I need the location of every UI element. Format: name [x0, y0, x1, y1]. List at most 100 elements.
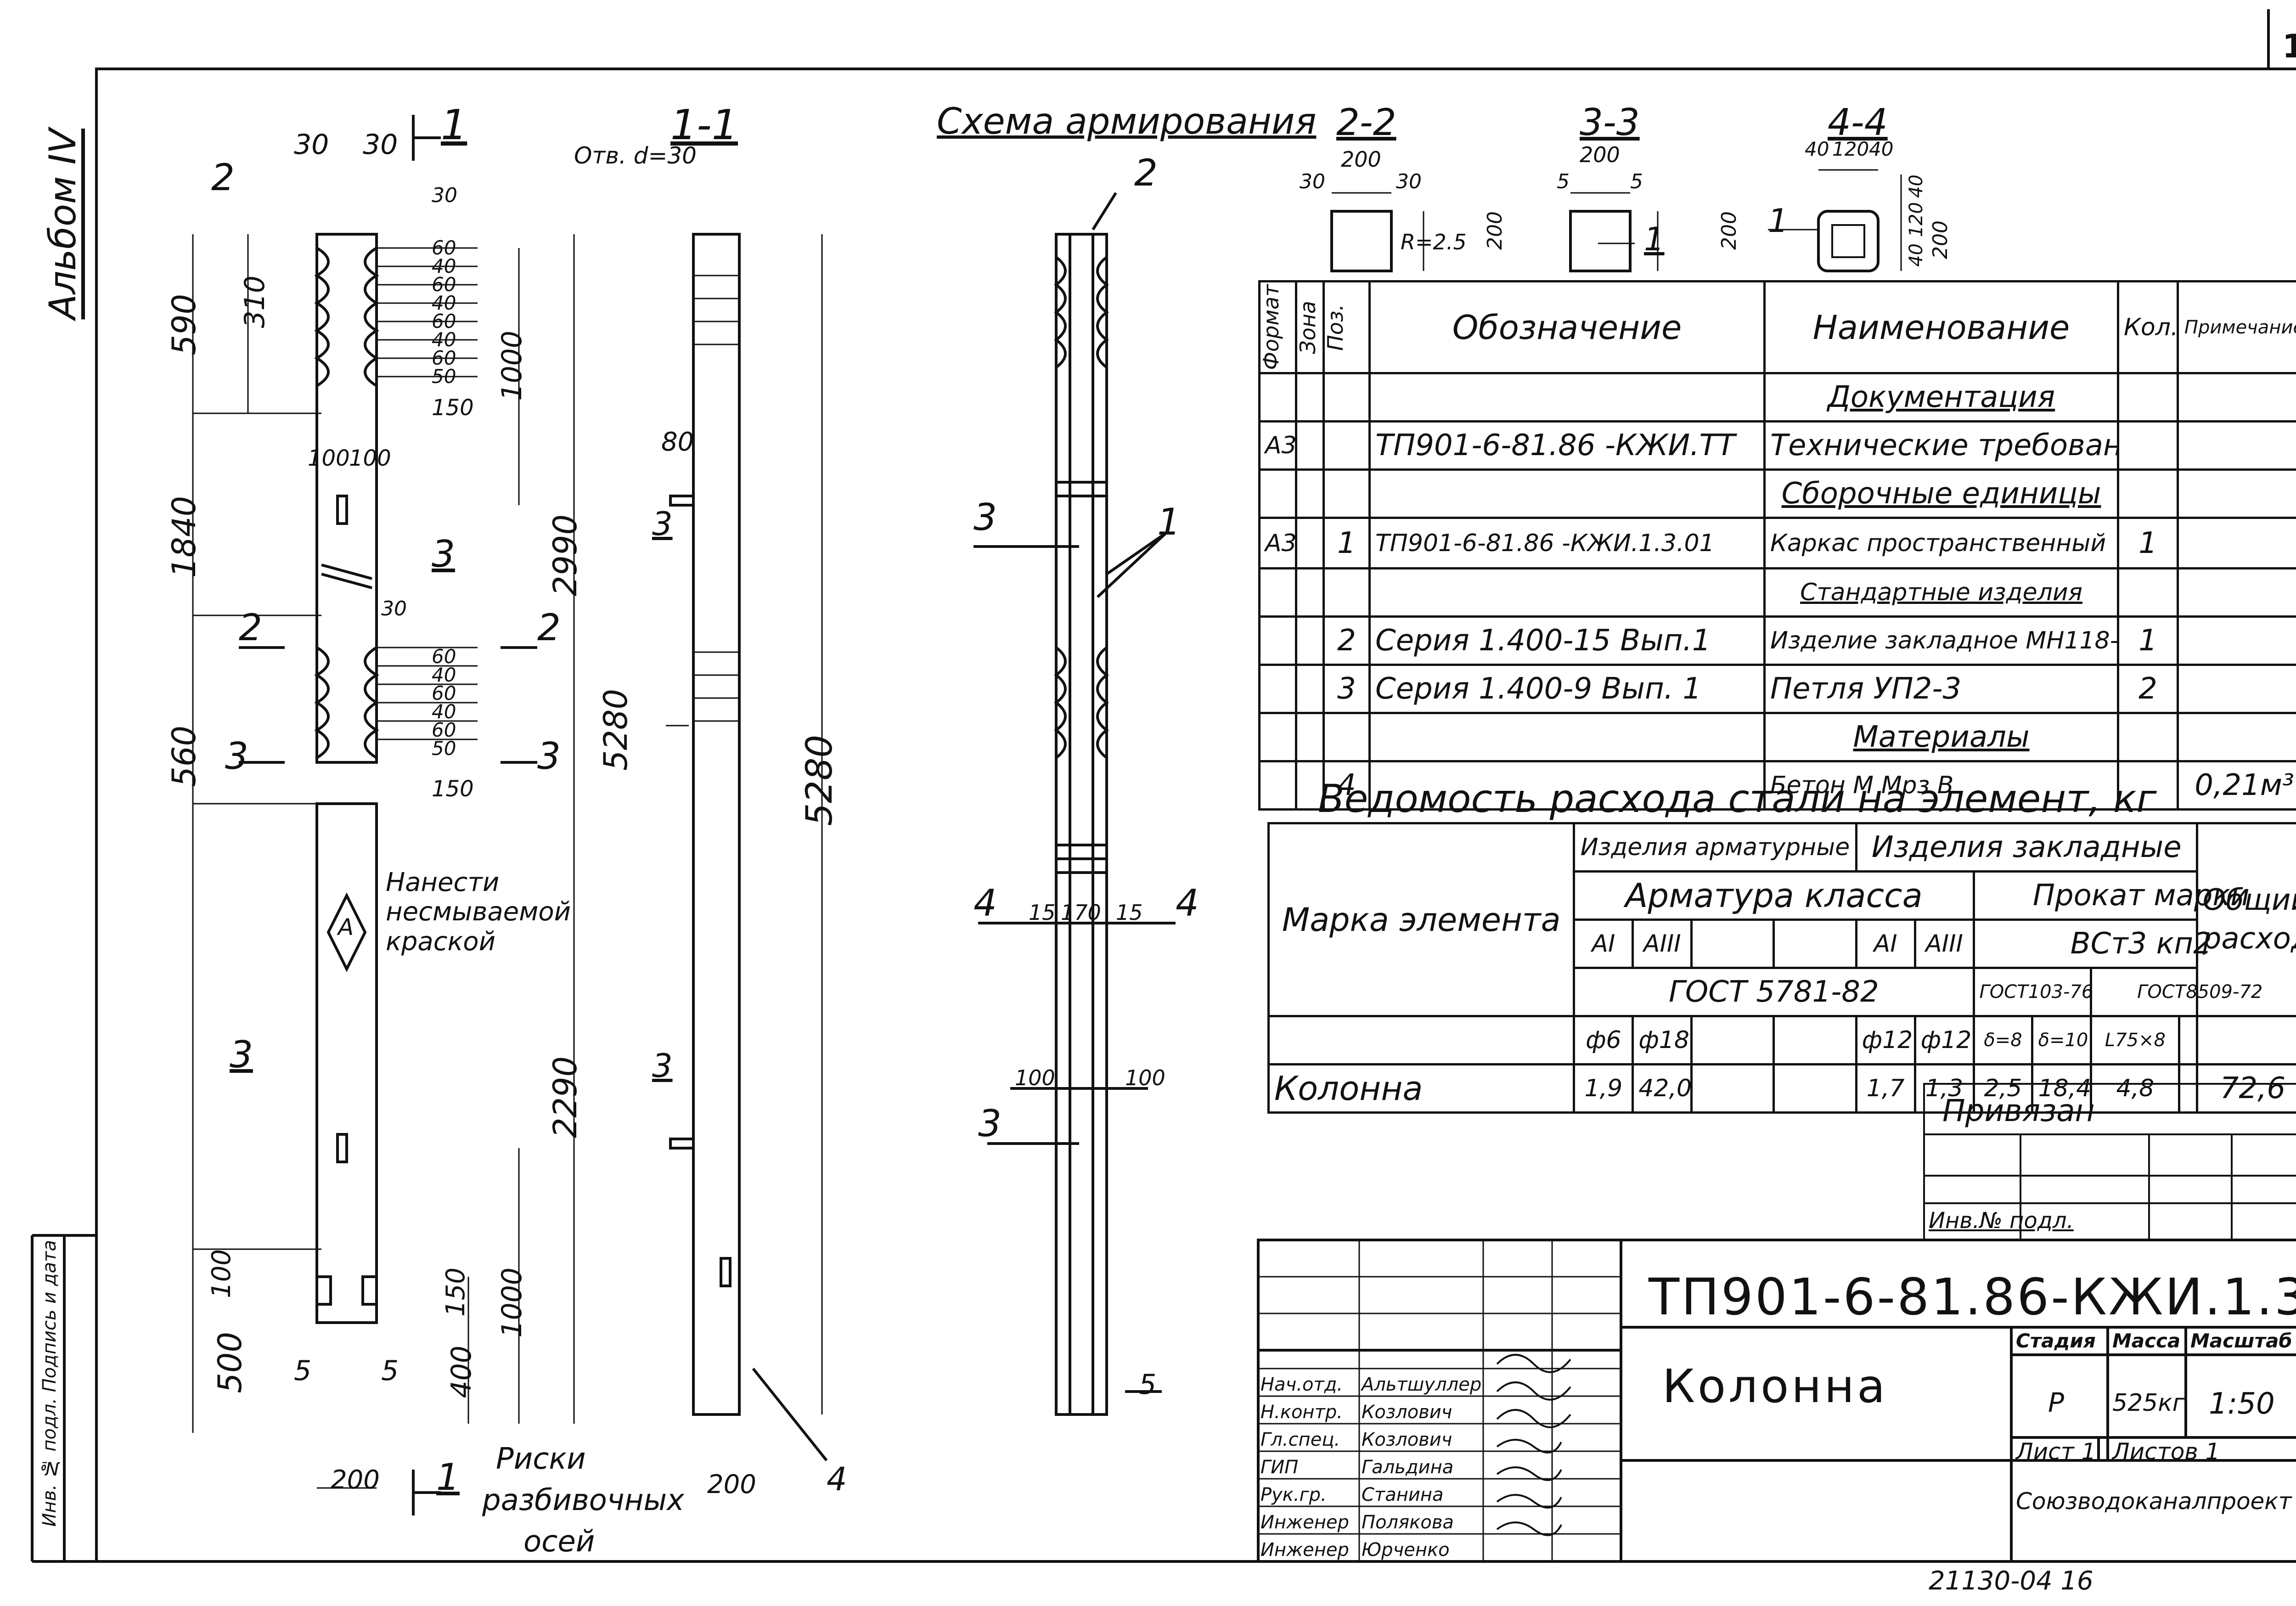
front-dim-590: 590	[165, 294, 203, 355]
front-dim-2290: 2290	[546, 1056, 584, 1138]
front-dim-top-1: 30	[294, 129, 329, 161]
front-section-1-bottom: 1	[436, 1456, 460, 1499]
role-0: Нач.отд.	[1261, 1374, 1343, 1395]
section-1-1-hole: Отв. d=30	[574, 142, 697, 169]
role-6: Инженер	[1261, 1539, 1349, 1561]
front-section-3-right: 3	[537, 735, 561, 778]
section-1-1-dim-80: 80	[661, 427, 694, 457]
front-dim-2990: 2990	[546, 514, 584, 597]
section-1-1-width: 200	[707, 1470, 756, 1499]
rebar-scheme-dim-100a: 100	[1015, 1065, 1055, 1090]
front-dim-5-left: 5	[294, 1355, 312, 1387]
front-mid-dim-1: 100	[308, 445, 350, 471]
section-2-2-title: 2-2	[1336, 101, 1396, 144]
section-3-3-shape	[1569, 210, 1632, 272]
rebar-mark-top-1: 60	[432, 237, 456, 259]
section-3-3-dim-200: 200	[1580, 142, 1620, 167]
role-2: Гл.спец.	[1261, 1429, 1340, 1450]
spec-row-6-qty: 2	[2117, 664, 2179, 714]
sheet-value: Лист 1	[2016, 1438, 2096, 1465]
section-4-4-dim-120: 120	[1832, 138, 1869, 160]
rebar-mark-top-2: 40	[432, 255, 456, 277]
steel-gost-rebar: ГОСТ 5781-82	[1573, 967, 1975, 1017]
front-dim-top-2: 30	[363, 129, 398, 161]
hdr-zone: Зона	[1296, 300, 1321, 354]
steel-row-d8: 2,5	[1972, 1063, 2034, 1114]
steel-class-a1-embedded: АI	[1855, 919, 1916, 969]
spec-row-5-designation: Серия 1.400-15 Вып.1	[1368, 615, 1766, 666]
rebar-mark-mid-5: 60	[432, 719, 456, 741]
steel-d18: ф18	[1632, 1015, 1693, 1065]
spec-row-5-name: Изделие закладное МН118-2	[1763, 615, 2119, 666]
section-3-3-dim-5b: 5	[1630, 170, 1643, 193]
steel-row-a3-18: 42,0	[1632, 1063, 1693, 1114]
rebar-mark-top-8: 50	[432, 365, 456, 388]
page-number: 15	[2282, 28, 2296, 65]
steel-rebar-class: Арматура класса	[1573, 870, 1975, 921]
binding-inv: Инв.№ подл.	[1929, 1208, 2074, 1234]
role-name-3: Гальдина	[1362, 1457, 1454, 1478]
rebar-mark-top-9: 150	[432, 395, 474, 421]
section-2-2-radius: R=2.5	[1401, 230, 1467, 254]
role-name-2: Козлович	[1362, 1429, 1452, 1450]
front-dim-1840: 1840	[165, 496, 203, 578]
section-3-3-title: 3-3	[1580, 101, 1640, 144]
steel-d6: ф6	[1573, 1015, 1634, 1065]
spec-row-1-designation: ТП901-6-81.86 -КЖИ.ТТ	[1368, 420, 1766, 471]
spec-row-3-pos: 1	[1322, 517, 1371, 569]
front-width-200: 200	[331, 1465, 380, 1495]
rebar-mark-top-4: 40	[432, 292, 456, 314]
steel-d12a: ф12	[1855, 1015, 1916, 1065]
steel-class-a3: АIII	[1632, 919, 1693, 969]
steel-delta10: δ=10	[2031, 1015, 2093, 1065]
spec-section-assemblies: Сборочные единицы	[1763, 468, 2119, 519]
rebar-mark-mid-4: 40	[432, 700, 456, 723]
rebar-mark-top-6: 40	[432, 328, 456, 351]
paint-note: Нанести несмываемой краской	[386, 868, 571, 957]
rebar-scheme-leader-1: 1	[1157, 501, 1181, 543]
scale-label: Масштаб	[2190, 1330, 2292, 1352]
scale-value: 1:50	[2209, 1387, 2275, 1421]
role-4: Рук.гр.	[1261, 1484, 1327, 1505]
steel-group-rebar: Изделия арматурные	[1573, 822, 1857, 873]
steel-row-element: Колонна	[1267, 1063, 1576, 1114]
rebar-scheme-column	[974, 192, 1176, 1416]
section-2-2-dim-30b: 30	[1396, 170, 1422, 193]
steel-rolled: Прокат марки	[1972, 870, 2296, 921]
steel-title: Ведомость расхода стали на элемент, кг	[1318, 776, 2157, 821]
spec-row-3-name: Каркас пространственный	[1763, 517, 2119, 569]
rebar-scheme-section-4-right: 4	[1176, 882, 1199, 924]
stage-value: Р	[2048, 1387, 2064, 1418]
hdr-pos: Поз.	[1323, 304, 1348, 351]
spec-section-standard: Стандартные изделия	[1763, 567, 2119, 618]
role-name-5: Полякова	[1362, 1512, 1454, 1533]
spec-row-8-name: Бетон М Мрз В	[1763, 760, 2119, 811]
rebar-scheme-dim-15a: 15	[1029, 900, 1056, 925]
section-4-4-dim-40b: 40	[1869, 138, 1894, 160]
rebar-mark-mid-0: 30	[381, 597, 407, 620]
front-leader-3-bottom: 3	[230, 1033, 253, 1076]
front-dim-5280: 5280	[597, 689, 635, 771]
album-label: Альбом IV	[41, 129, 84, 320]
front-section-3-left: 3	[225, 735, 248, 778]
section-2-2-dim-30a: 30	[1300, 170, 1325, 193]
mass-label: Масса	[2112, 1330, 2181, 1352]
rebar-scheme-leader-2: 2	[1134, 152, 1158, 194]
spec-row-3-designation: ТП901-6-81.86 -КЖИ.1.3.01	[1368, 517, 1766, 569]
front-dim-560: 560	[165, 726, 203, 787]
roles-column: Нач.отд. Н.контр. Гл.спец. ГИП Рук.гр. И…	[1261, 1371, 1349, 1564]
steel-row-e-a1-12: 1,7	[1855, 1063, 1916, 1114]
section-2-2-dim-200: 200	[1341, 147, 1381, 172]
section-1-1-leader-3-top: 3	[652, 505, 673, 543]
front-section-2-left: 2	[239, 606, 262, 649]
section-3-3-dim-5a: 5	[1557, 170, 1570, 193]
steel-row-d10: 18,4	[2031, 1063, 2093, 1114]
steel-angle: L75×8	[2090, 1015, 2181, 1065]
steel-table: Марка элемента Изделия арматурные Издели…	[1267, 822, 2296, 1114]
front-leader-3-top: 3	[432, 533, 455, 575]
spec-section-materials: Материалы	[1763, 712, 2119, 762]
steel-class-a3-embedded: АIII	[1913, 919, 1975, 969]
front-dim-5-right: 5	[381, 1355, 399, 1387]
role-1: Н.контр.	[1261, 1402, 1343, 1423]
